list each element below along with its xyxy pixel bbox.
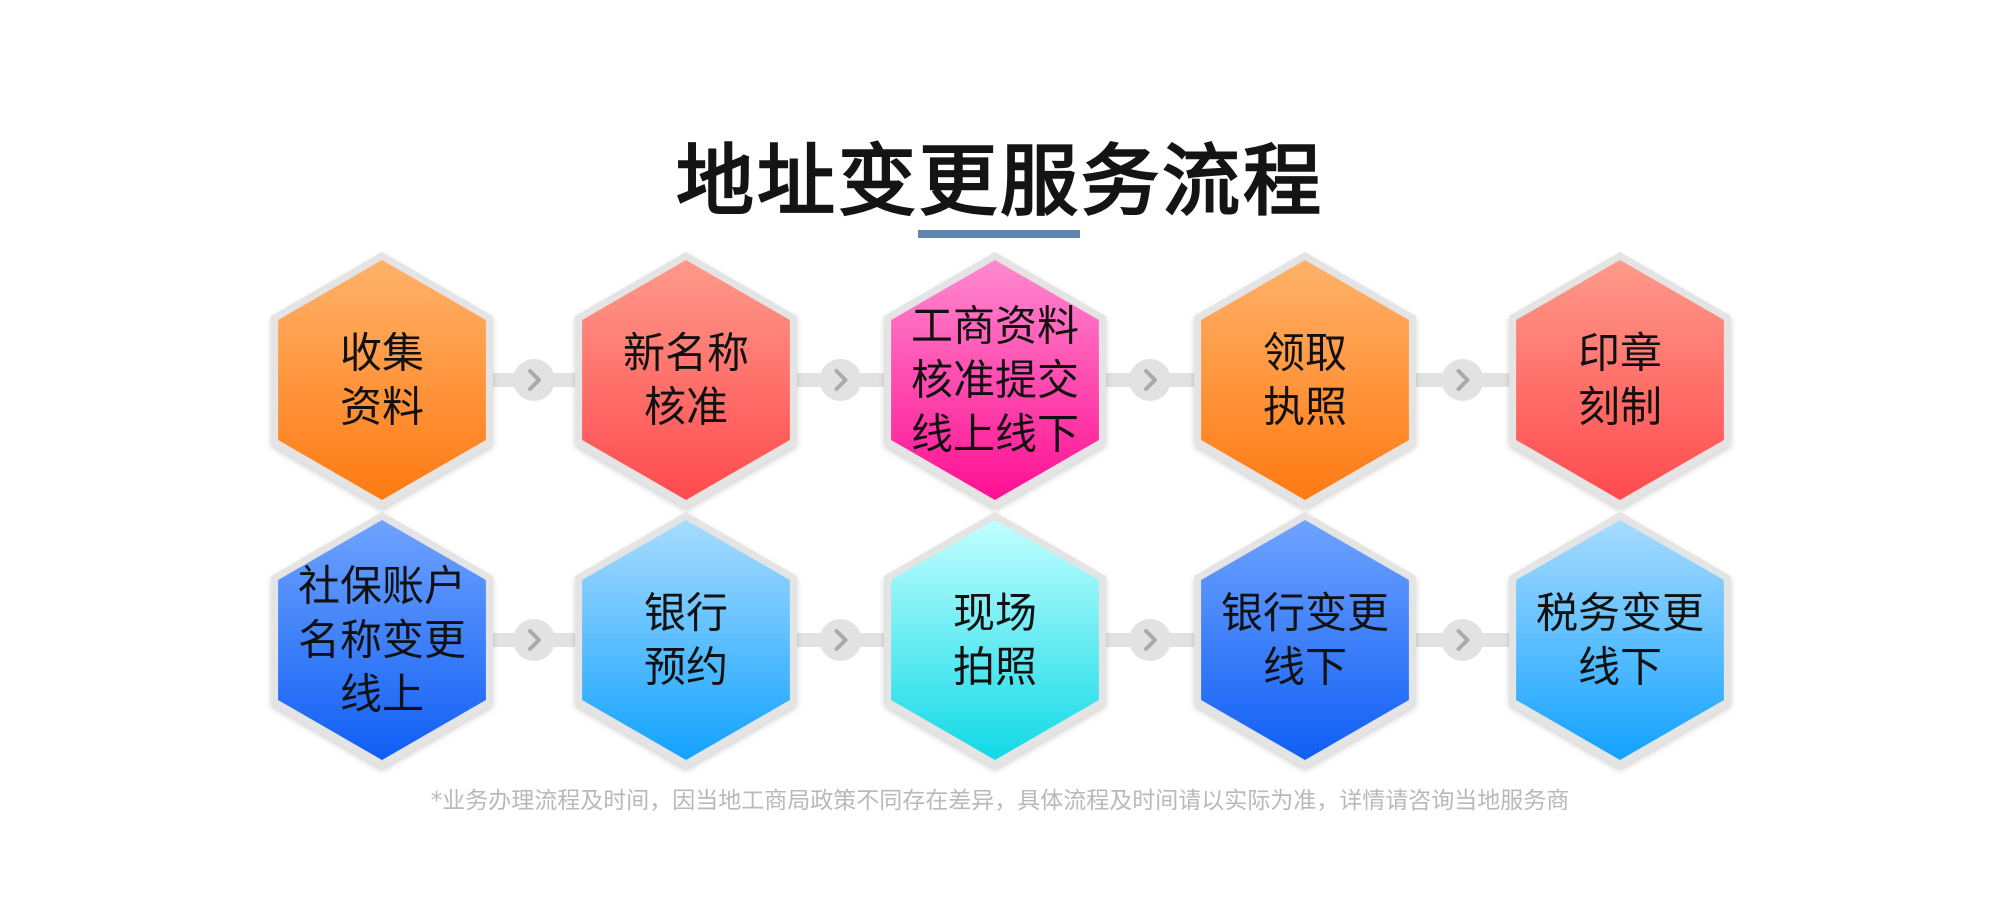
title-underline [918,230,1080,238]
hex-fill [278,260,486,500]
chevron-right-icon [528,629,541,651]
step-label-line: 社保账户 [298,562,466,611]
connector-node [1129,359,1171,401]
step-label-line: 领取 [1263,329,1347,378]
step-label-line: 银行 [644,589,728,638]
step-label-line: 现场 [953,589,1037,638]
step-label-line: 核准提交 [911,356,1079,405]
step-label-line: 工商资料 [911,302,1079,351]
hex-fill [278,520,486,760]
connector-node [819,359,862,401]
chevron-right-icon [1144,369,1157,391]
step-label-line: 印章 [1578,329,1662,378]
hex-fill [1516,260,1724,500]
chevron-right-icon [834,369,848,391]
hex-fill [1201,520,1409,760]
hex-fill [582,260,790,500]
connector-node [513,619,555,661]
step-label-line: 线上线下 [911,410,1079,459]
step-label-line: 线上 [340,670,424,719]
step-label-line: 收集 [340,329,424,378]
step-label-line: 核准 [644,383,728,432]
step-label-line: 拍照 [953,643,1037,692]
hex-fill [891,520,1099,760]
step-label-line: 线下 [1578,643,1662,692]
hex-steps: 收集资料新名称核准工商资料核准提交线上线下领取执照印章刻制社保账户名称变更线上银… [271,252,1731,768]
connector-node [1441,359,1484,401]
connector-node [819,619,862,661]
chevron-right-icon [1456,629,1470,651]
connectors [484,359,1518,661]
chevron-right-icon [1144,629,1157,651]
chevron-right-icon [528,369,541,391]
step-label-line: 税务变更 [1536,589,1704,638]
page-title: 地址变更服务流程 [675,137,1324,227]
step-label-line: 线下 [1263,643,1347,692]
hex-fill [582,520,790,760]
step-label-line: 名称变更 [298,616,466,665]
step-label-line: 银行变更 [1221,589,1389,638]
connector-node [1129,619,1171,661]
connector-node [513,359,555,401]
chevron-right-icon [834,629,848,651]
hex-fill [1201,260,1409,500]
footnote: *业务办理流程及时间，因当地工商局政策不同存在差异，具体流程及时间请以实际为准，… [430,788,1570,814]
hex-fill [1516,520,1724,760]
step-label-line: 刻制 [1578,383,1662,432]
chevron-right-icon [1456,369,1470,391]
step-label-line: 新名称 [623,329,749,378]
step-label-line: 预约 [644,643,728,692]
step-label-line: 执照 [1263,383,1347,432]
hex-fill [891,260,1099,500]
step-label-line: 资料 [340,383,424,432]
connector-node [1441,619,1484,661]
